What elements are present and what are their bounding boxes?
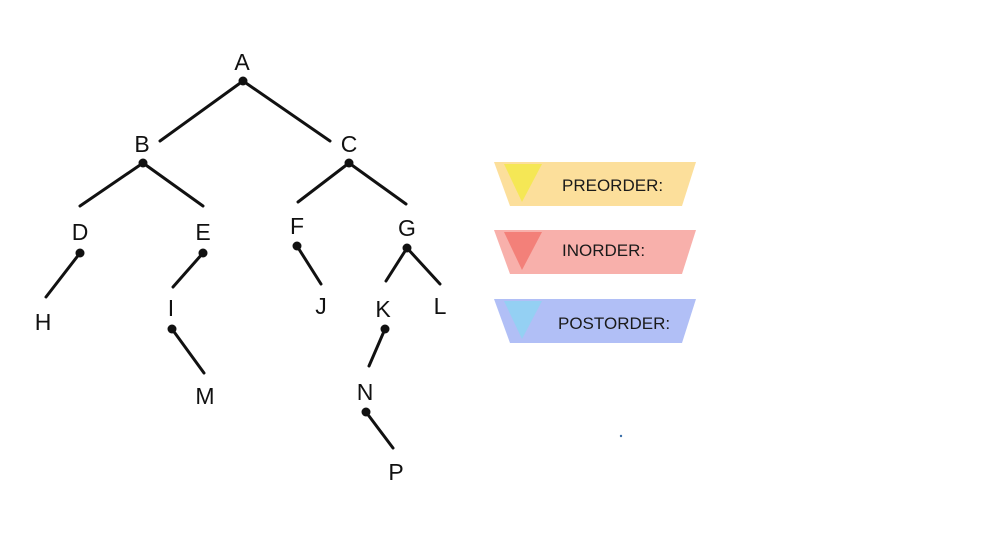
node-dot [402, 243, 412, 253]
edge-a-c [241, 79, 332, 143]
node-label-f: F [290, 213, 304, 239]
edge-e-i [171, 251, 205, 289]
preorder-banner-shape [494, 162, 696, 206]
edge-n-p [364, 410, 395, 450]
edge-g-k [384, 246, 409, 283]
edge-g-l [405, 246, 442, 286]
node-label-k: K [375, 296, 391, 322]
stray-dot [619, 434, 623, 438]
tree-dots [75, 76, 412, 417]
node-dot [167, 324, 177, 334]
node-label-j: J [315, 293, 327, 319]
edge-a-b [158, 79, 245, 143]
preorder-label: PREORDER: [562, 176, 663, 195]
node-dot [138, 158, 148, 168]
node-label-e: E [195, 219, 210, 245]
tree-edges [44, 79, 442, 450]
node-label-g: G [398, 215, 416, 241]
node-dot [361, 407, 371, 417]
postorder-banner: POSTORDER: [494, 299, 696, 343]
inorder-banner: INORDER: [494, 230, 696, 274]
preorder-banner: PREORDER: [494, 162, 696, 206]
node-label-c: C [341, 131, 358, 157]
node-dot [238, 76, 248, 86]
node-label-p: P [388, 459, 403, 485]
inorder-label: INORDER: [562, 241, 645, 260]
node-label-h: H [35, 309, 52, 335]
inorder-banner-shape [494, 230, 696, 274]
node-dot [344, 158, 354, 168]
node-label-d: D [72, 219, 89, 245]
node-label-b: B [134, 131, 149, 157]
edge-b-e [141, 161, 205, 208]
triangle-down-icon [504, 164, 542, 202]
edge-f-j [295, 244, 323, 286]
node-label-m: M [195, 383, 214, 409]
tree-labels: A B C D E F G H I J K L M N P [35, 49, 447, 485]
node-label-l: L [434, 293, 447, 319]
node-label-n: N [357, 379, 374, 405]
edge-i-m [170, 327, 206, 375]
triangle-down-icon [504, 301, 542, 339]
edge-d-h [44, 251, 82, 299]
postorder-label: POSTORDER: [558, 314, 670, 333]
edge-c-f [296, 161, 351, 204]
edge-c-g [347, 161, 408, 206]
node-dot [380, 324, 390, 334]
triangle-down-icon [504, 232, 542, 270]
node-label-i: I [168, 295, 174, 321]
edge-b-d [78, 161, 145, 208]
node-dot [75, 248, 85, 258]
node-dot [292, 241, 302, 251]
edge-k-n [367, 327, 387, 368]
node-label-a: A [234, 49, 250, 75]
node-dot [198, 248, 208, 258]
postorder-banner-shape [494, 299, 696, 343]
